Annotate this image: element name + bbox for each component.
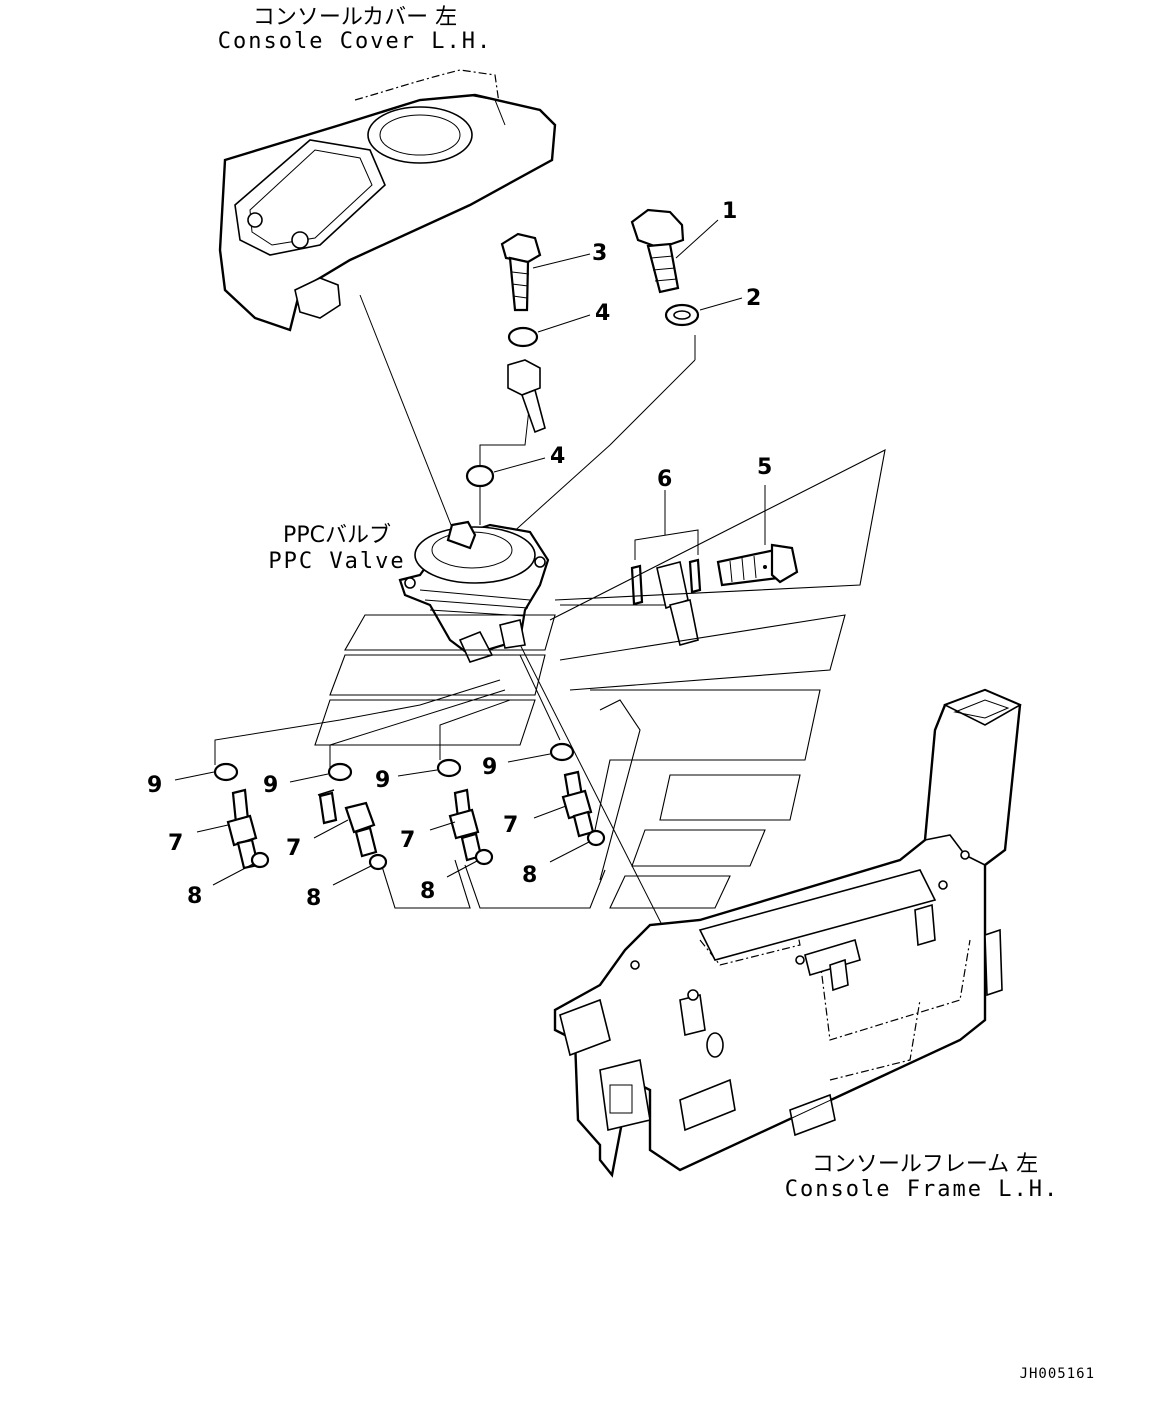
part-5-bolt: 5 <box>716 455 799 587</box>
ppc-valve-jp-label: PPCバルブ <box>283 523 391 548</box>
section-hatching <box>314 449 886 909</box>
callout-9-b: 9 <box>263 773 278 798</box>
console-cover-en-label: Console Cover L.H. <box>218 29 492 54</box>
plug-branch-lines <box>214 654 561 770</box>
callout-8-a: 8 <box>187 884 202 909</box>
callout-3: 3 <box>592 241 607 266</box>
callout-9-c: 9 <box>375 768 390 793</box>
ppc-valve-en-label: PPC Valve <box>268 549 405 574</box>
console-frame-drawing <box>553 688 1022 1178</box>
callout-7-c: 7 <box>400 828 415 853</box>
callout-7-d: 7 <box>503 813 518 838</box>
console-cover-drawing <box>218 69 557 332</box>
console-cover-jp-label: コンソールカバー 左 <box>253 5 457 30</box>
console-frame-jp-label: コンソールフレーム 左 <box>812 1152 1038 1177</box>
callout-7-a: 7 <box>168 831 183 856</box>
ppc-valve-drawing <box>398 520 550 663</box>
callout-9-a: 9 <box>147 773 162 798</box>
drawing-code: JH005161 <box>1020 1366 1095 1382</box>
callout-4-lower: 4 <box>550 444 565 469</box>
callout-7-b: 7 <box>286 836 301 861</box>
part-2-washer: 2 <box>664 286 761 327</box>
callout-8-b: 8 <box>306 886 321 911</box>
part-3-fitting: 3 <box>500 232 607 312</box>
part-6-clips: 6 <box>630 467 702 646</box>
callout-5: 5 <box>757 455 772 480</box>
part-9-orings: 9 9 9 9 <box>147 742 575 798</box>
callout-2: 2 <box>746 286 761 311</box>
callout-9-d: 9 <box>482 755 497 780</box>
elbow-fitting <box>507 359 546 434</box>
callout-6: 6 <box>657 467 672 492</box>
callout-8-d: 8 <box>522 863 537 888</box>
part-8-orings: 8 8 8 8 <box>187 829 606 911</box>
part-4-orings: 4 4 <box>465 301 610 488</box>
part-1-bolt: 1 <box>630 199 737 294</box>
callout-1: 1 <box>722 199 737 224</box>
console-frame-en-label: Console Frame L.H. <box>785 1177 1059 1202</box>
part-7-plugs: 7 7 7 7 <box>168 770 595 870</box>
callout-4-upper: 4 <box>595 301 610 326</box>
callout-8-c: 8 <box>420 879 435 904</box>
